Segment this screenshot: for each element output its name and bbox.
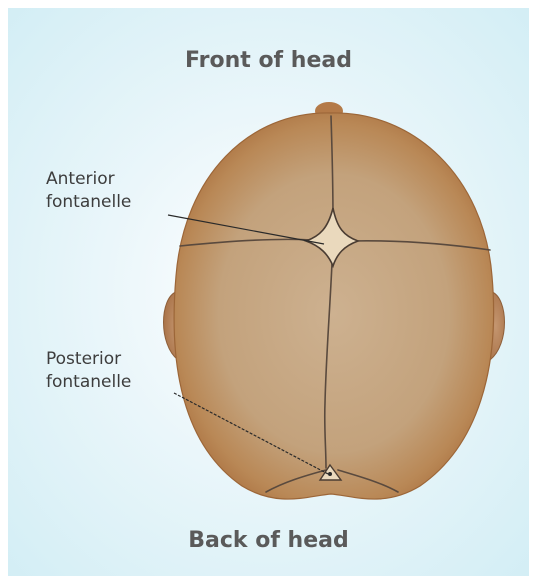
diagram-panel: Front of head Back of head Anterior font…	[8, 8, 529, 576]
skull-diagram	[8, 8, 529, 576]
posterior-label-line1: Posterior	[46, 348, 131, 371]
anterior-label-line2: fontanelle	[46, 191, 131, 214]
anterior-fontanelle-label: Anterior fontanelle	[46, 168, 131, 214]
back-of-head-label: Back of head	[8, 528, 529, 553]
anterior-label-line1: Anterior	[46, 168, 131, 191]
posterior-marker-dot	[328, 472, 332, 476]
posterior-label-line2: fontanelle	[46, 371, 131, 394]
skull-outline	[174, 113, 494, 499]
posterior-fontanelle-label: Posterior fontanelle	[46, 348, 131, 394]
front-of-head-label: Front of head	[8, 48, 529, 73]
